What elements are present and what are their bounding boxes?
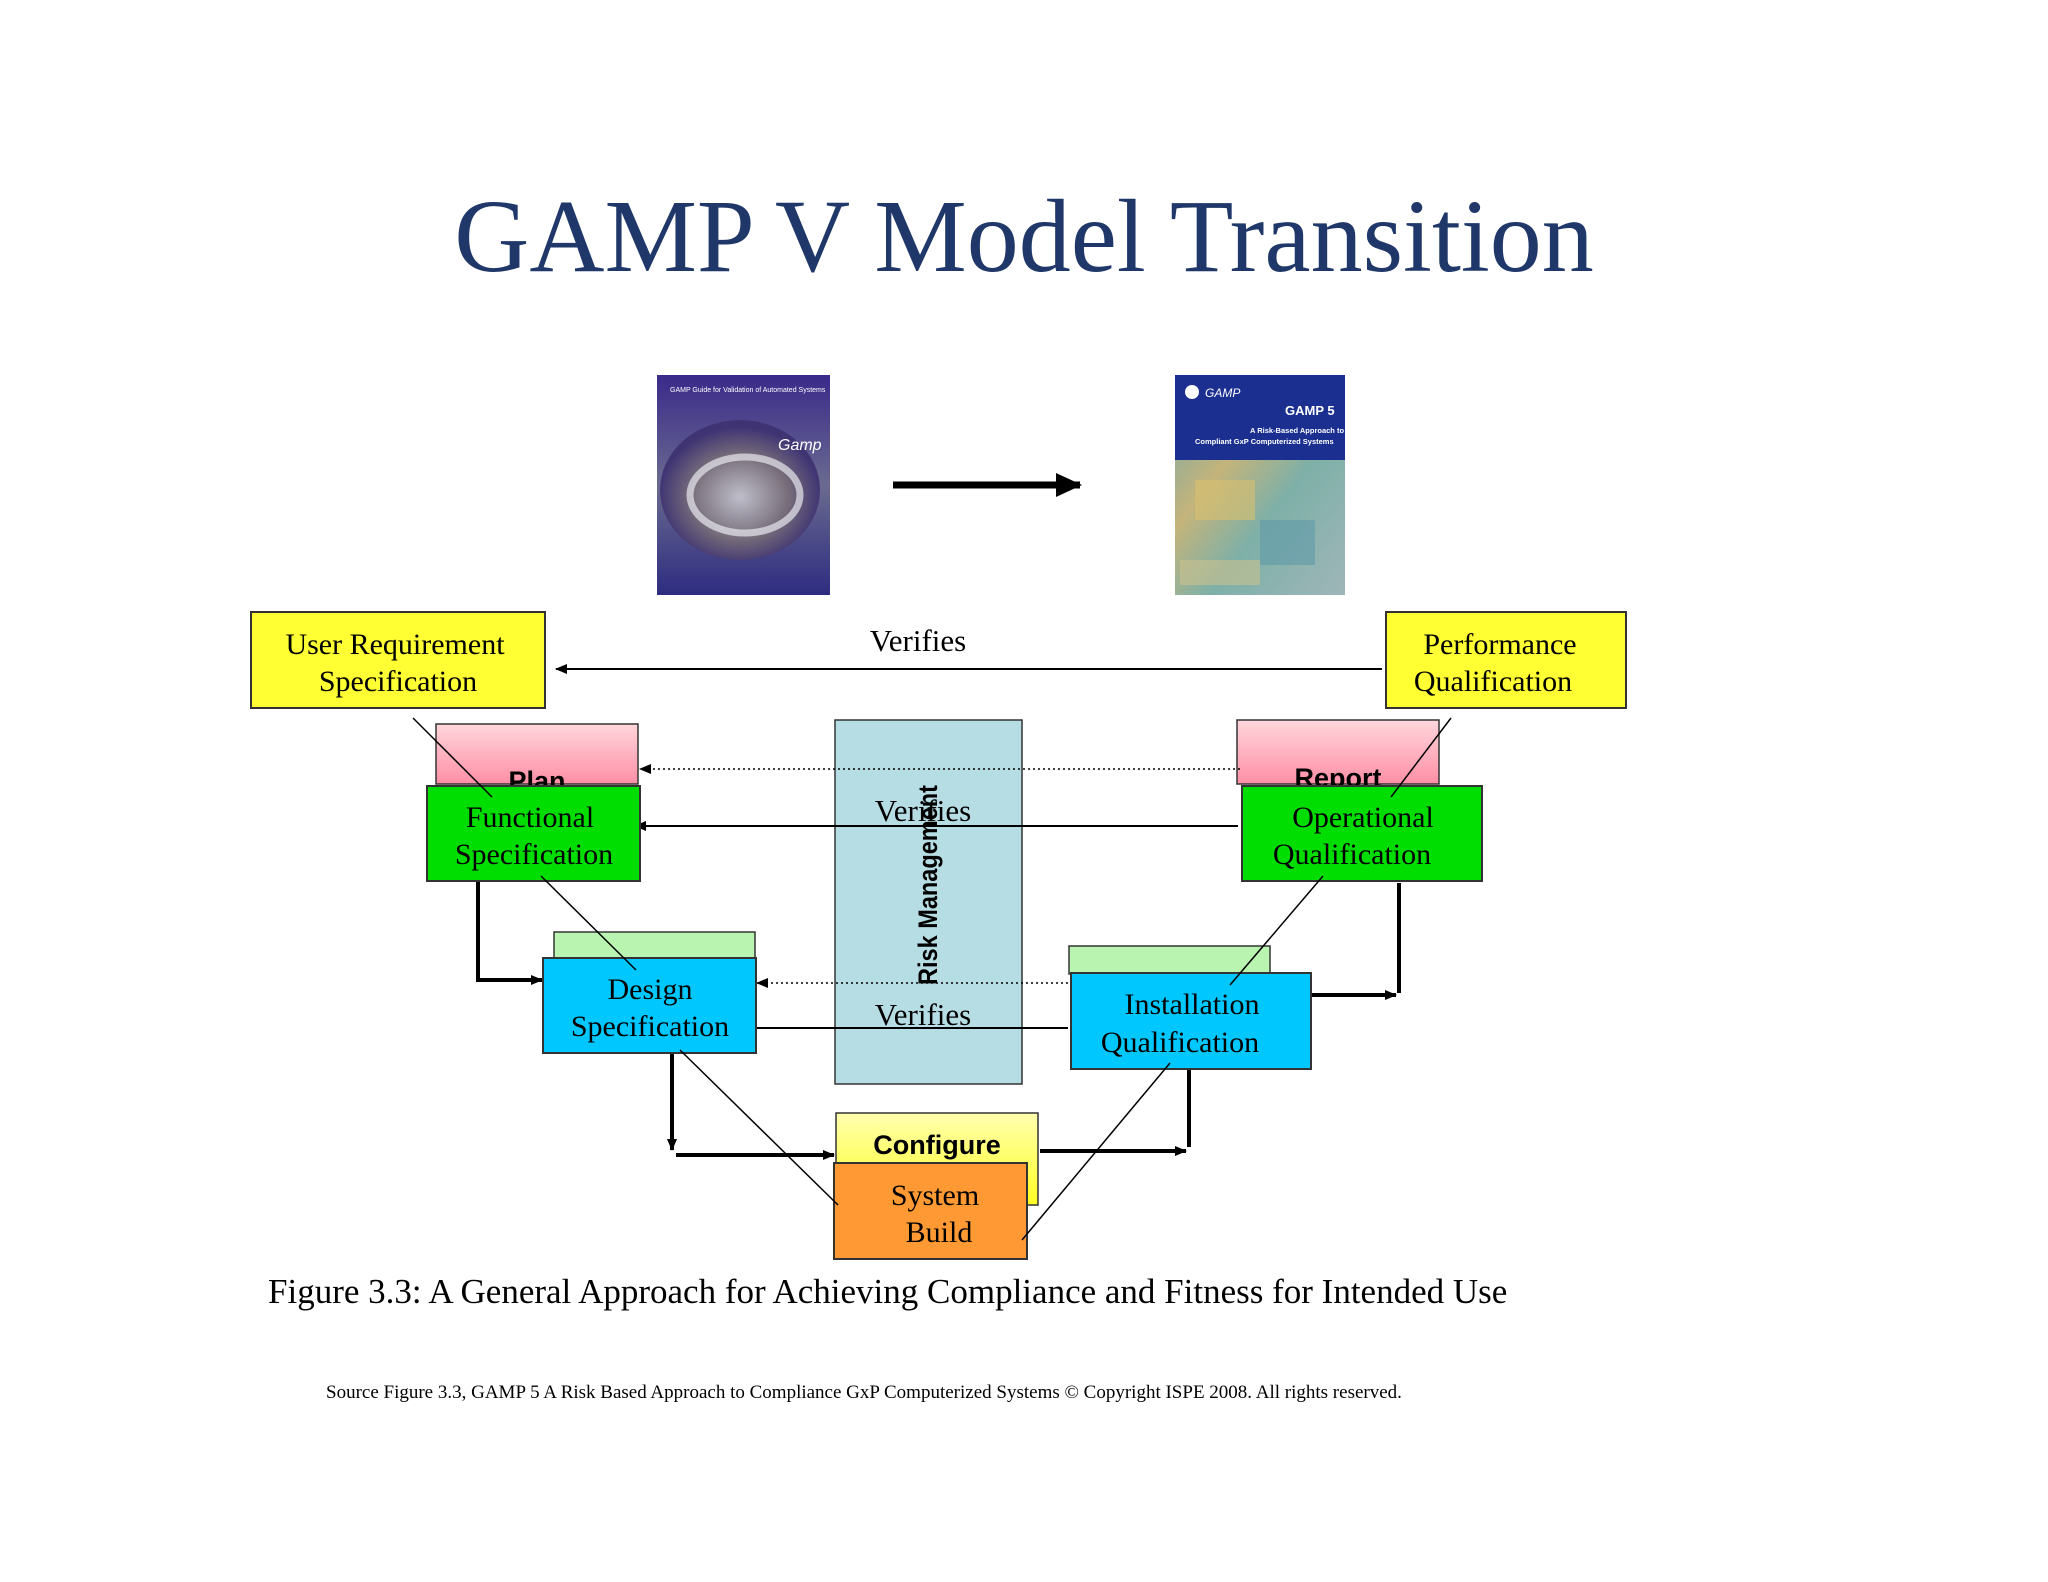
risk-management-label: Risk Management: [913, 785, 943, 985]
design-backing-box: [553, 931, 756, 961]
svg-text:Build: Build: [906, 1216, 973, 1249]
figure-caption: Figure 3.3: A General Approach for Achie…: [268, 1272, 1508, 1311]
svg-text:Configure: Configure: [873, 1130, 1001, 1160]
svg-text:Functional: Functional: [466, 801, 594, 834]
svg-text:GAMP 5: GAMP 5: [1285, 403, 1335, 418]
verifies-label-bottom: Verifies: [875, 997, 971, 1032]
svg-text:Installation: Installation: [1125, 988, 1260, 1021]
svg-text:Specification: Specification: [571, 1010, 729, 1043]
svg-text:Design: Design: [608, 973, 693, 1006]
performance-qualification-box: Performance Qualification: [1385, 611, 1627, 709]
functional-specification-box: Functional Specification: [426, 785, 641, 882]
user-requirement-specification-box: User Requirement Specification: [250, 611, 546, 709]
svg-text:Operational: Operational: [1292, 801, 1434, 834]
svg-text:Performance: Performance: [1423, 628, 1576, 661]
svg-text:Gamp: Gamp: [778, 437, 822, 454]
dotted-verification-lines: [639, 764, 1240, 988]
risk-management-panel: Risk Management: [834, 719, 1023, 1085]
operational-qualification-box: Operational Qualification: [1241, 785, 1483, 882]
verifies-label-middle: Verifies: [875, 793, 971, 828]
report-box: Report: [1236, 719, 1440, 793]
ispe-logo-icon: [1185, 385, 1199, 399]
design-specification-box: Design Specification: [542, 957, 757, 1054]
system-build-box: System Build: [833, 1162, 1028, 1260]
svg-text:GAMP: GAMP: [1205, 386, 1240, 400]
svg-text:Specification: Specification: [319, 665, 477, 698]
svg-text:Qualification: Qualification: [1273, 838, 1431, 871]
svg-text:A Risk-Based Approach to: A Risk-Based Approach to: [1250, 426, 1344, 435]
svg-text:GAMP Guide for Validation of A: GAMP Guide for Validation of Automated S…: [670, 387, 826, 394]
verifies-label-top: Verifies: [870, 623, 966, 658]
v-flow-arrows: [476, 882, 1401, 1160]
installation-qualification-box: Installation Qualification: [1070, 972, 1312, 1070]
svg-text:Specification: Specification: [455, 838, 613, 871]
svg-text:System: System: [891, 1179, 979, 1212]
svg-text:Qualification: Qualification: [1414, 665, 1572, 698]
v-diagonal-lines: [412, 717, 1452, 1241]
verifies-arrows: Verifies Verifies Verifies: [555, 623, 1382, 1033]
gamp-5-book-cover: GAMP GAMP 5 A Risk-Based Approach to Com…: [1175, 375, 1345, 595]
svg-text:Qualification: Qualification: [1101, 1026, 1259, 1059]
source-note: Source Figure 3.3, GAMP 5 A Risk Based A…: [326, 1382, 1402, 1403]
svg-text:Compliant GxP Computerized Sys: Compliant GxP Computerized Systems: [1195, 437, 1334, 446]
old-gamp-book-cover: GAMP Guide for Validation of Automated S…: [657, 375, 830, 595]
page-title: GAMP V Model Transition: [454, 179, 1594, 294]
installation-backing-box: [1068, 945, 1271, 975]
svg-text:User Requirement: User Requirement: [285, 628, 505, 661]
